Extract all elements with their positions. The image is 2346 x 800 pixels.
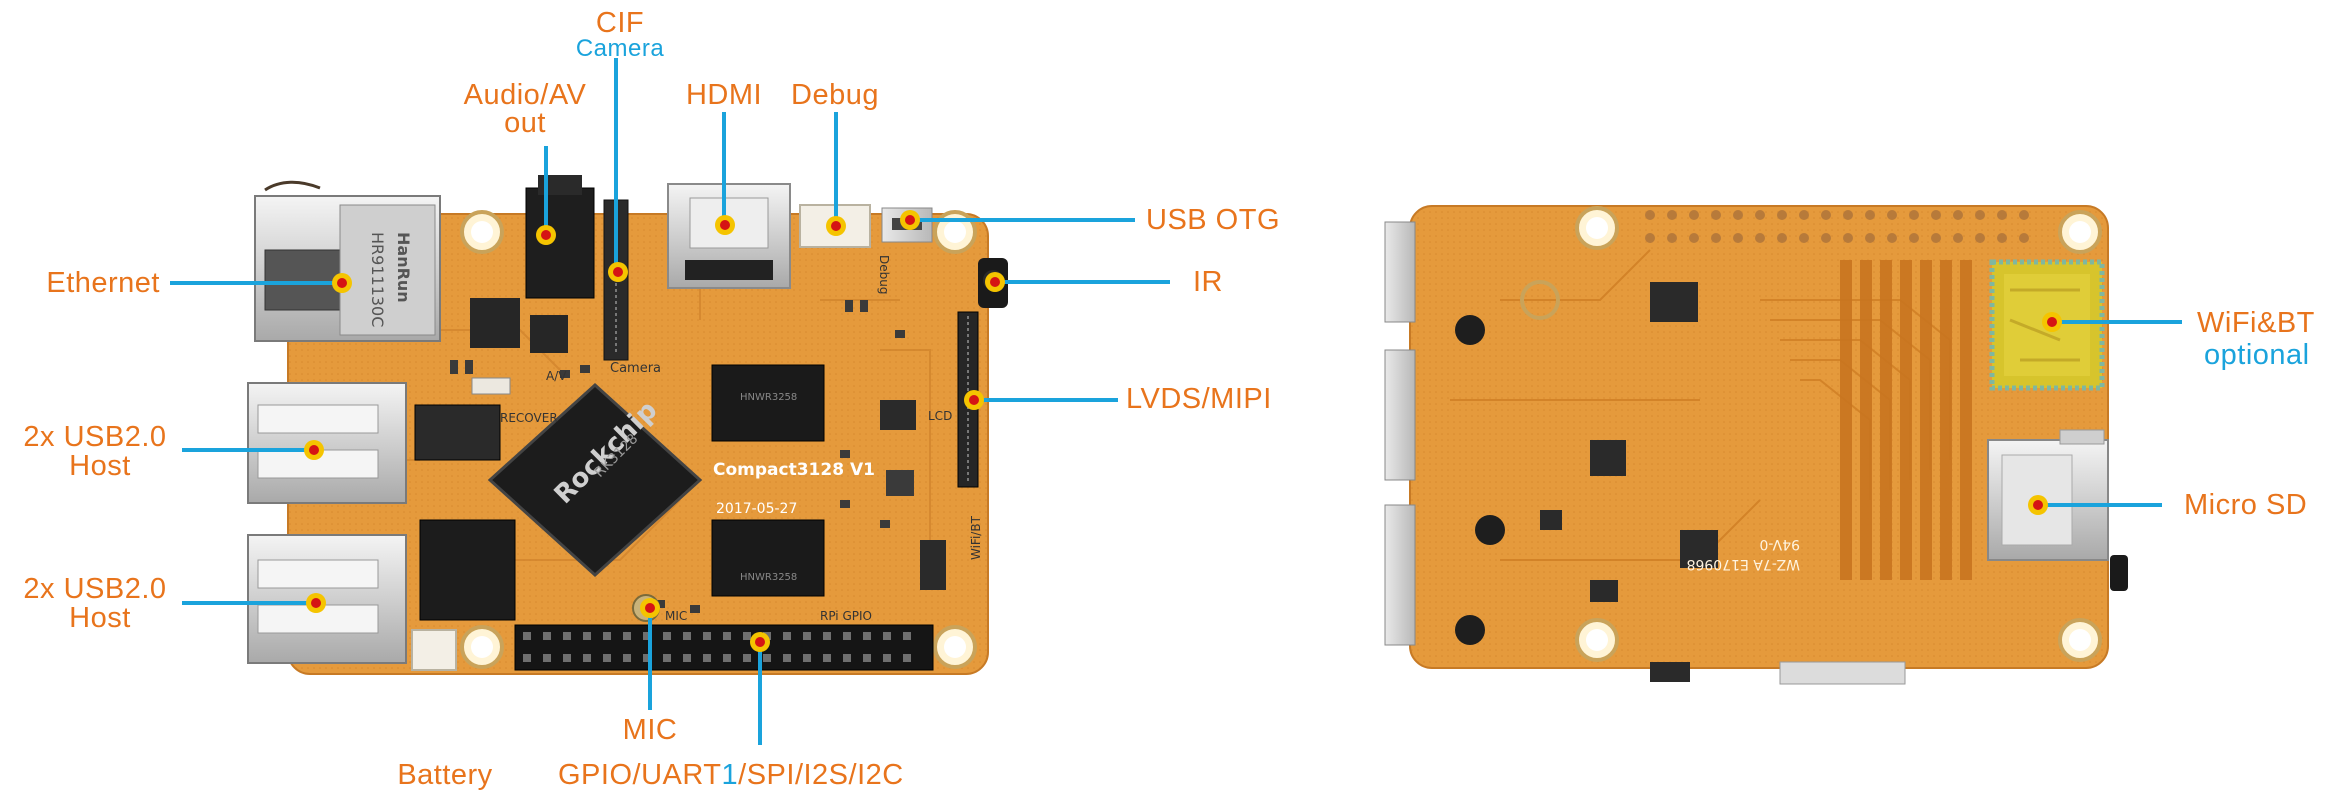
pcb-mark-silk: WZ-7A E170968 [1687,556,1800,572]
label-audio-out: out [504,107,546,139]
label-cif-camera: Camera [575,35,665,62]
label-battery: Battery [397,759,493,791]
label-gpio-part1: GPIO/UART [558,759,722,791]
label-usb-otg: USB OTG [1146,204,1281,236]
label-lvds-mipi: LVDS/MIPI [1126,383,1272,415]
passives [450,300,905,613]
label-ir: IR [1193,266,1223,298]
wifi-silk: WiFi/BT [969,515,983,560]
label-wifi-bt: WiFi&BT [2197,307,2315,339]
mounting-holes [460,210,977,669]
label-gpio-part2: 1 [721,759,739,791]
label-ethernet: Ethernet [46,267,160,299]
ram-chips: HNWR3258 HNWR3258 [711,364,825,597]
board-date-silk: 2017-05-27 [716,501,797,517]
label-gpio: GPIO/UART1/SPI/I2S/I2C [558,760,904,790]
microsd-slot [1987,429,2109,561]
label-cif: CIF [595,7,645,39]
eth-brand-silk: HanRun [394,232,413,303]
leader-lines [170,58,2182,745]
pcb-mark2-silk: 94V-0 [1759,536,1800,552]
gpio-header: MIC RPi GPIO [514,609,934,671]
debug-silk: Debug [877,255,891,294]
usb-host-upper [247,382,407,504]
soc-chip: Rockchip RK3128 [487,382,703,578]
mounting-holes-back [1575,206,2102,662]
eth-model-silk: HR911130C [368,232,387,327]
mic-silk: MIC [665,609,687,623]
audio-jack [525,175,595,299]
label-audio: Audio/AV [463,79,587,111]
label-usb2-host: Host [69,602,131,634]
label-debug: Debug [791,79,879,111]
camera-silk: Camera [610,361,661,376]
ethernet-jack: HanRun HR911130C [254,180,441,342]
label-usb1: 2x USB2.0 [23,421,167,453]
label-wifi-optional: optional [2204,339,2310,371]
battery-connector [411,629,457,671]
board-name-silk: Compact3128 V1 [713,460,875,480]
lcd-silk: LCD [928,409,952,423]
ram-label-2: HNWR3258 [740,572,797,583]
av-silk: A/V [546,369,567,383]
label-mic: MIC [622,714,678,746]
label-hdmi: HDMI [685,79,763,111]
gpio-silk: RPi GPIO [820,609,872,623]
usb-host-lower [247,534,407,664]
recover-silk: RECOVER [500,411,558,425]
ram-label-1: HNWR3258 [740,392,797,403]
board-front: HanRun HR911130C Camera [247,175,1008,675]
label-usb1-host: Host [69,450,131,482]
label-usb2: 2x USB2.0 [23,573,167,605]
board-back: WZ-7A E170968 94V-0 [1384,205,2128,685]
label-gpio-part3: /SPI/I2S/I2C [738,759,904,791]
label-micro-sd: Micro SD [2184,489,2308,521]
hdmi-port [667,183,791,289]
markers [304,210,2062,652]
